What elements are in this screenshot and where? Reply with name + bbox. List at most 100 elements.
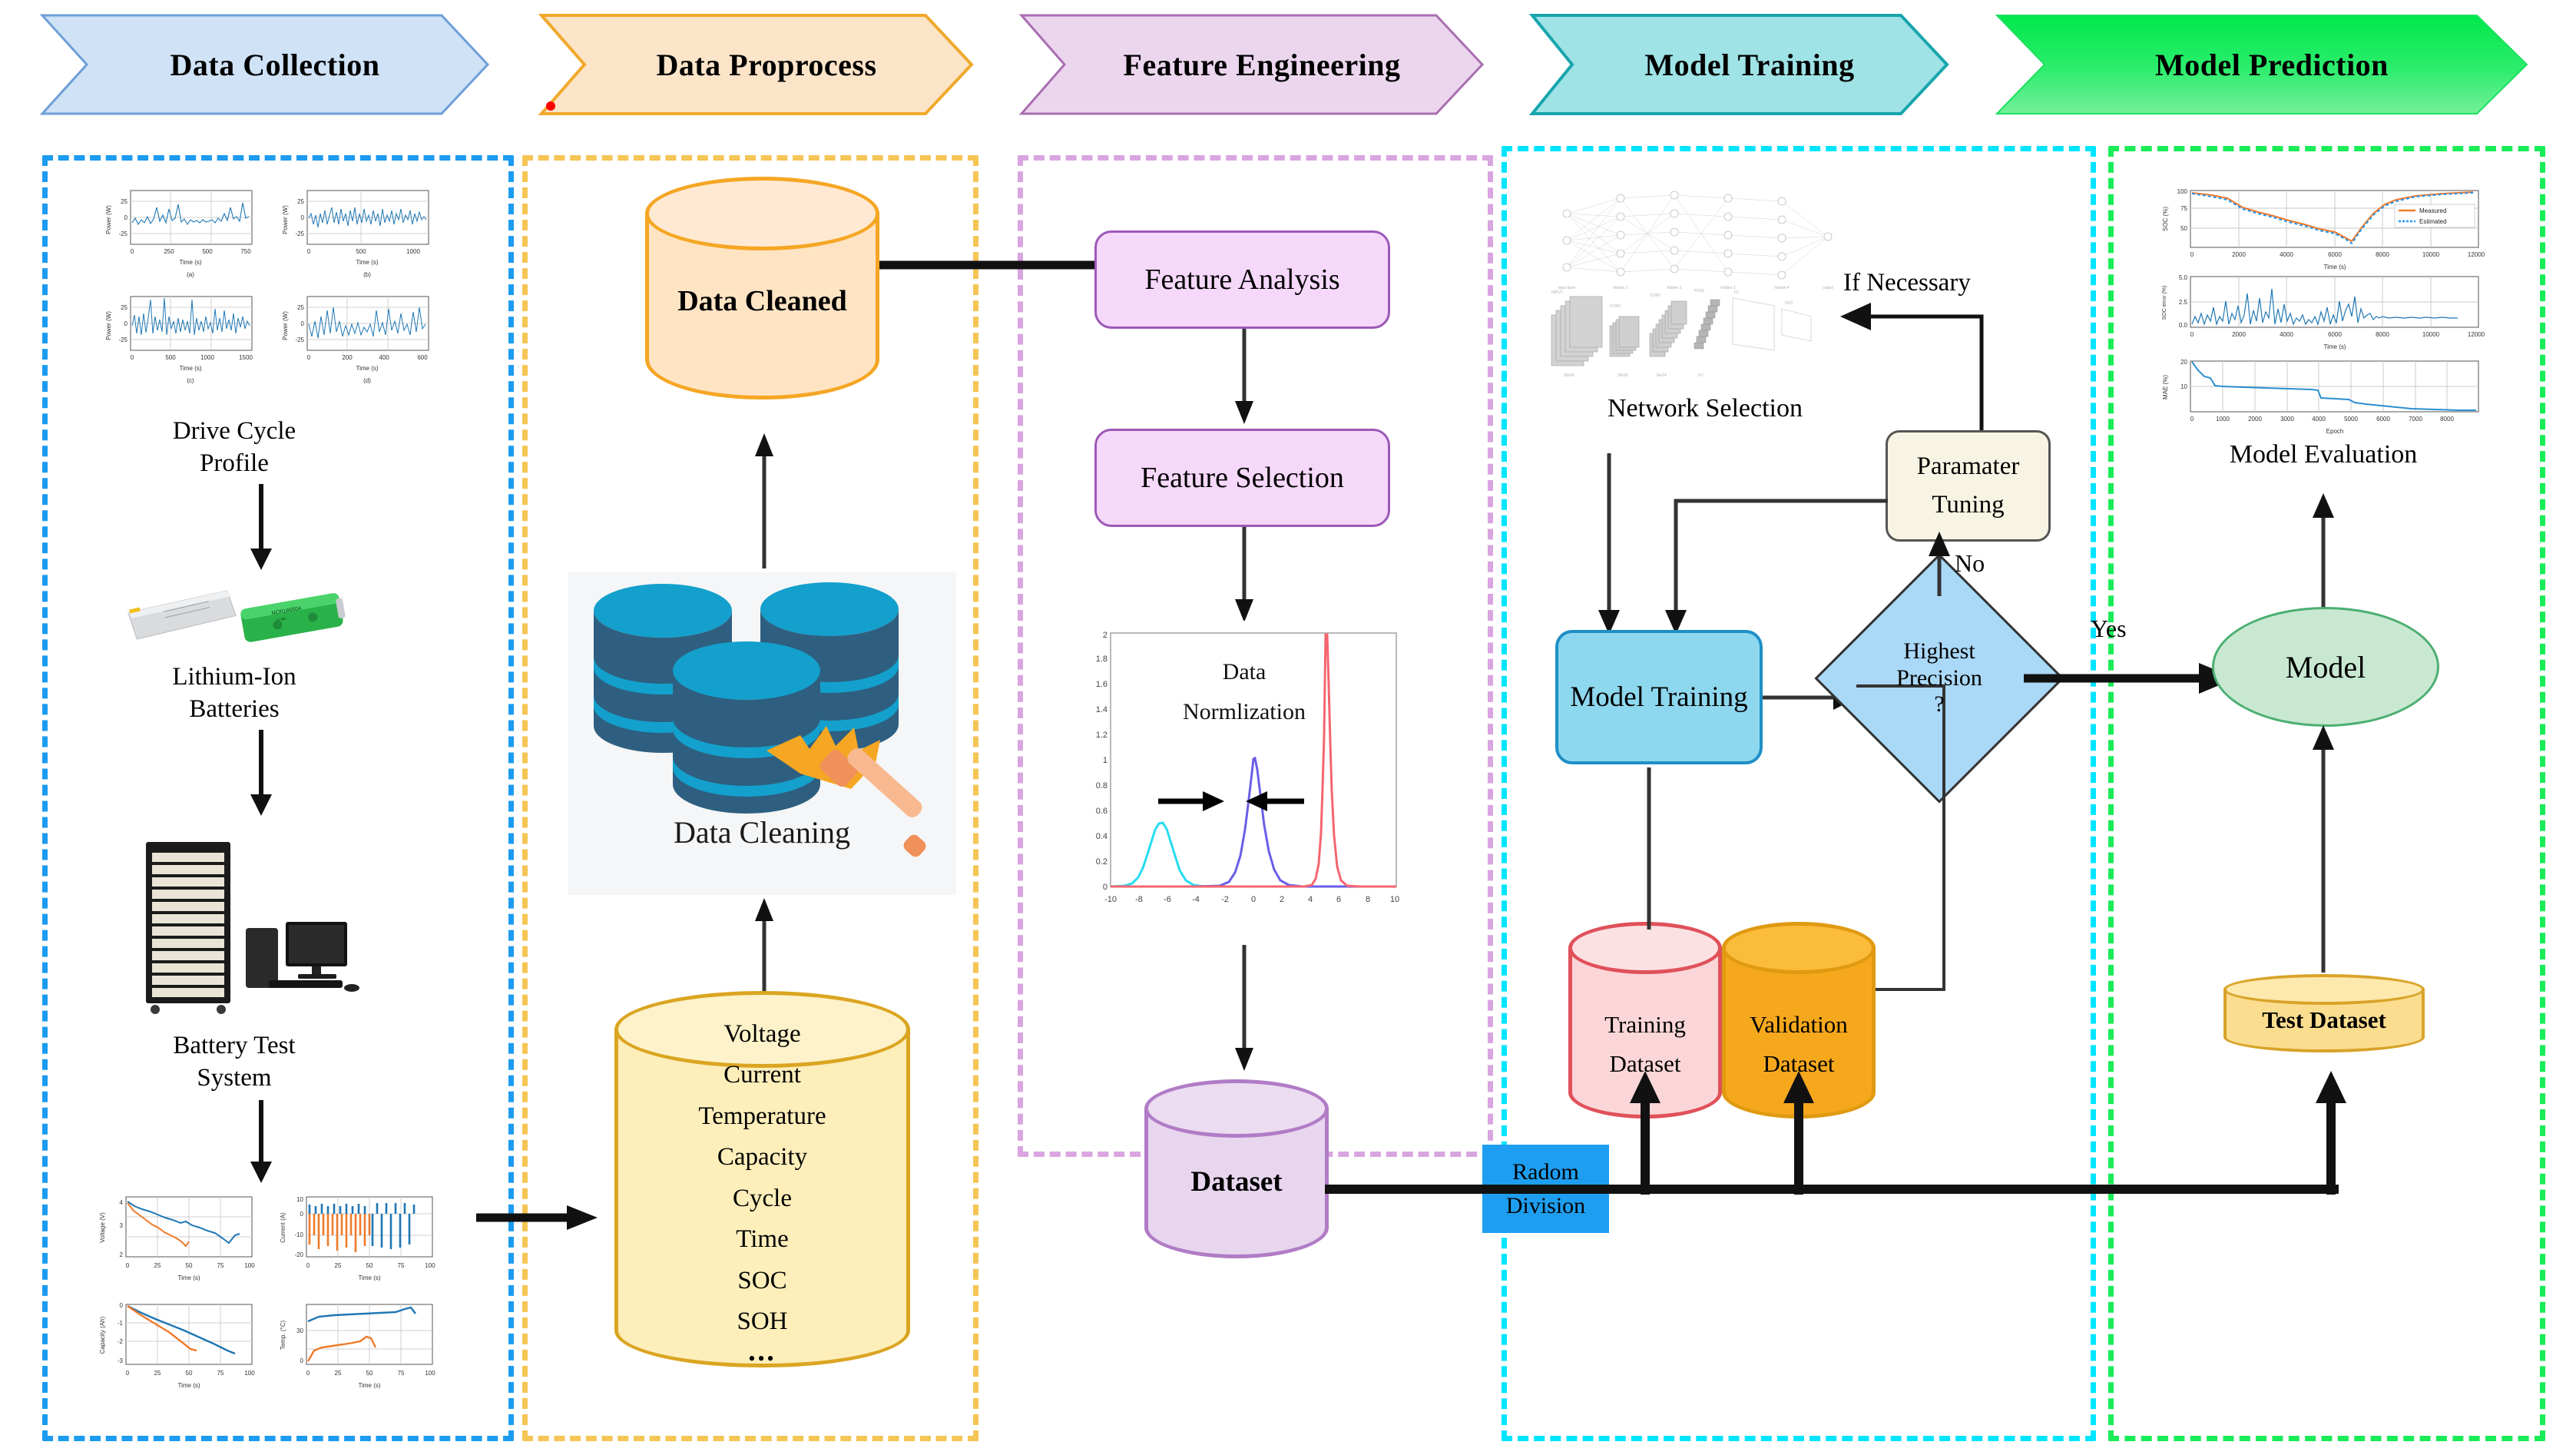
svg-text:-6: -6 [1164,895,1171,904]
svg-text:SOC error (%): SOC error (%) [2162,286,2167,320]
svg-text:Voltage (V): Voltage (V) [99,1212,106,1243]
normalization-title-line1: Data [1223,659,1266,684]
svg-text:Time (s): Time (s) [356,259,378,266]
validation-dataset-label: Validation Dataset [1722,1005,1876,1083]
banner-label: Data Collection [170,47,380,82]
parameter-tuning-label-line2: Tuning [1932,490,2005,519]
arrow-analysis-to-selection [1235,329,1253,424]
raw-data-item: Current [723,1061,801,1089]
highest-precision-decision[interactable]: Highest Precision ? [1814,553,2064,804]
data-cleaned-cylinder[interactable]: Data Cleaned [645,177,879,430]
svg-text:Current (A): Current (A) [280,1212,286,1243]
svg-text:28x28: 28x28 [1617,373,1628,378]
training-dataset-line2: Dataset [1609,1050,1681,1078]
raw-data-item: Capacity [717,1143,808,1172]
banner-shape [1995,15,2528,114]
svg-text:0: 0 [131,354,134,361]
svg-text:7000: 7000 [2409,416,2422,423]
svg-text:0: 0 [1103,883,1108,892]
banner-data-collection[interactable]: Data Collection [39,14,490,115]
test-dataset-cylinder[interactable]: Test Dataset [2223,974,2425,1066]
svg-text:0: 0 [124,214,128,221]
svg-text:10: 10 [296,1196,303,1203]
feature-analysis-box[interactable]: Feature Analysis [1094,230,1390,329]
model-training-box[interactable]: Model Training [1555,630,1763,764]
svg-text:0: 0 [306,1370,310,1377]
feedback-line-to-network [1840,303,1984,475]
cylinder-body [614,1029,910,1367]
arrow-collection-to-preprocess [476,1205,598,1230]
arrow-bus-to-test-dataset [2316,1071,2346,1195]
svg-text:-25: -25 [295,230,304,237]
svg-text:Time (s): Time (s) [179,365,201,372]
banner-model-prediction[interactable]: Model Prediction [1995,15,2528,114]
svg-text:1000: 1000 [200,354,214,361]
svg-text:-20: -20 [294,1251,303,1258]
svg-text:0: 0 [126,1262,130,1269]
svg-text:0: 0 [300,1357,304,1364]
svg-text:0: 0 [1251,895,1256,904]
brush-icon [767,726,926,857]
column-frame-model-prediction [2108,146,2545,1441]
model-ellipse[interactable]: Model [2212,607,2439,727]
svg-text:600: 600 [417,354,428,361]
panel-letter: (a) [187,271,194,278]
svg-text:0: 0 [2190,416,2194,423]
banner-model-training[interactable]: Model Training [1528,14,1949,115]
yes-label: Yes [2091,615,2127,642]
feature-selection-box[interactable]: Feature Selection [1094,429,1390,527]
svg-text:-8: -8 [1135,895,1143,904]
svg-text:25: 25 [121,198,127,205]
parameter-tuning-box[interactable]: Paramater Tuning [1886,430,2051,542]
svg-text:25: 25 [297,304,304,311]
arrow-battery-to-test-system [250,730,272,816]
decision-label-line2: Precision [1896,665,1982,691]
svg-text:50: 50 [2180,225,2187,232]
svg-text:25: 25 [121,304,127,311]
svg-text:-1: -1 [118,1320,124,1327]
arrow-bus-to-training-dataset [1630,1071,1660,1195]
legend-measured: Measured [2419,207,2447,214]
svg-text:75: 75 [398,1262,405,1269]
banner-label: Model Training [1644,47,1855,82]
banner-data-proprocess[interactable]: Data Proprocess [538,14,974,115]
raw-data-cylinder[interactable]: Voltage Current Temperature Capacity Cyc… [614,991,910,1398]
arrow-test-dataset-to-model [2313,725,2334,973]
drive-cycle-profile-caption: Drive Cycle Profile [172,417,296,478]
svg-text:Epoch: Epoch [2326,428,2344,435]
dataset-cylinder[interactable]: Dataset [1144,1079,1329,1283]
svg-text:MAE (%): MAE (%) [2162,375,2169,399]
svg-text:hidden 4: hidden 4 [1774,286,1789,290]
decision-label-line3: ? [1934,691,1945,718]
line-training-dataset-to-training [1647,767,1651,930]
svg-text:20: 20 [2180,359,2187,366]
svg-text:10000: 10000 [2422,331,2440,338]
parameter-tuning-label-line1: Paramater [1916,452,2020,480]
svg-text:6000: 6000 [2376,416,2390,423]
normalization-title-line2: Normlization [1183,699,1306,724]
validation-dataset-line1: Validation [1750,1011,1848,1038]
raw-data-item: Temperature [698,1102,826,1130]
banner-feature-engineering[interactable]: Feature Engineering [1018,14,1485,115]
network-selection-caption: Network Selection [1608,394,1803,423]
svg-text:12000: 12000 [2468,331,2485,338]
svg-text:4000: 4000 [2280,251,2293,258]
svg-text:0: 0 [131,248,134,255]
svg-text:75: 75 [398,1370,405,1377]
svg-text:CONV: CONV [1610,304,1621,309]
dataset-label: Dataset [1190,1166,1283,1198]
line-validation-to-decision [1856,684,1945,991]
svg-text:8000: 8000 [2440,416,2454,423]
arrow-left-annotation [1246,791,1304,811]
feature-analysis-label: Feature Analysis [1144,263,1340,296]
svg-text:0.0: 0.0 [2179,322,2188,329]
svg-text:50: 50 [186,1370,193,1377]
svg-text:hidden 1: hidden 1 [1613,286,1627,290]
arrow-normalization-to-dataset [1235,945,1253,1071]
svg-text:30: 30 [296,1327,303,1334]
